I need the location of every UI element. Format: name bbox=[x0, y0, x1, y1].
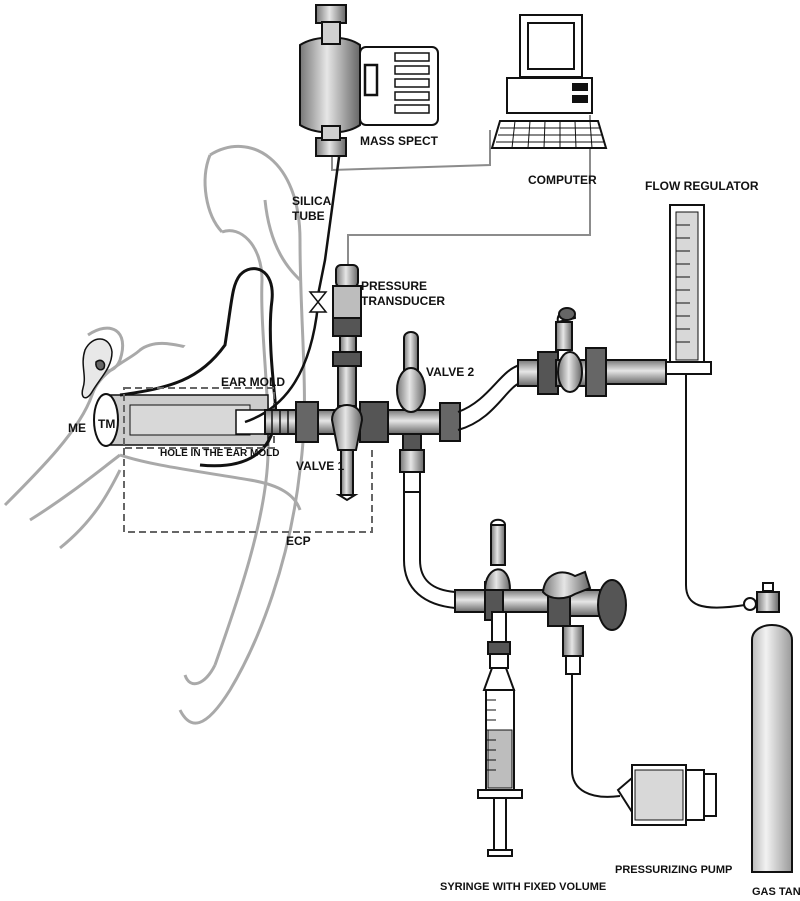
label-pressure-1: PRESSURE bbox=[361, 279, 427, 293]
pressurizing-pump bbox=[616, 764, 717, 826]
lower-manifold bbox=[454, 518, 627, 675]
label-ecp: ECP bbox=[286, 534, 311, 548]
flow-regulator bbox=[664, 204, 712, 375]
cables bbox=[331, 115, 591, 265]
silica-tube bbox=[244, 149, 342, 424]
pressure-transducer bbox=[332, 264, 362, 407]
tubing-to-pump bbox=[571, 674, 621, 798]
tympanic-membrane bbox=[93, 393, 119, 447]
label-pressurizing-pump: PRESSURIZING PUMP bbox=[615, 864, 732, 876]
label-tm: TM bbox=[98, 417, 115, 431]
mass-spectrometer bbox=[299, 4, 439, 157]
tubing-to-flow-regulator bbox=[457, 364, 521, 431]
label-silica-tube-1: SILICA bbox=[292, 194, 332, 208]
silica-tube-valve bbox=[308, 291, 328, 313]
label-ear-mold: EAR MOLD bbox=[221, 375, 285, 389]
hole-in-the-ear-mold bbox=[129, 404, 251, 436]
tubing-to-syringe bbox=[403, 492, 456, 609]
label-me: ME bbox=[68, 421, 86, 435]
label-syringe: SYRINGE WITH FIXED VOLUME bbox=[440, 881, 606, 893]
label-mass-spect: MASS SPECT bbox=[360, 134, 439, 148]
upper-valve-assembly bbox=[517, 307, 667, 397]
syringe bbox=[477, 653, 523, 857]
label-hole-in-ear-mold: HOLE IN THE EAR MOLD bbox=[160, 448, 279, 459]
middle-ear-ossicles bbox=[81, 338, 113, 399]
computer bbox=[490, 14, 608, 149]
valve-2 bbox=[396, 331, 426, 493]
ear-mold-outline bbox=[150, 290, 250, 392]
ear-canal bbox=[93, 267, 278, 468]
label-valve-2: VALVE 2 bbox=[426, 365, 475, 379]
label-pressure-2: TRANSDUCER bbox=[361, 294, 445, 308]
ear-outline bbox=[3, 144, 306, 725]
label-gas-tank: GAS TANK bbox=[752, 886, 800, 898]
valve-1 bbox=[330, 404, 364, 502]
gas-line bbox=[685, 374, 746, 609]
label-silica-tube-2: TUBE bbox=[292, 209, 325, 223]
gas-tank bbox=[743, 582, 793, 873]
label-valve-1: VALVE 1 bbox=[296, 459, 345, 473]
label-computer: COMPUTER bbox=[528, 173, 597, 187]
label-flow-regulator: FLOW REGULATOR bbox=[645, 179, 759, 193]
